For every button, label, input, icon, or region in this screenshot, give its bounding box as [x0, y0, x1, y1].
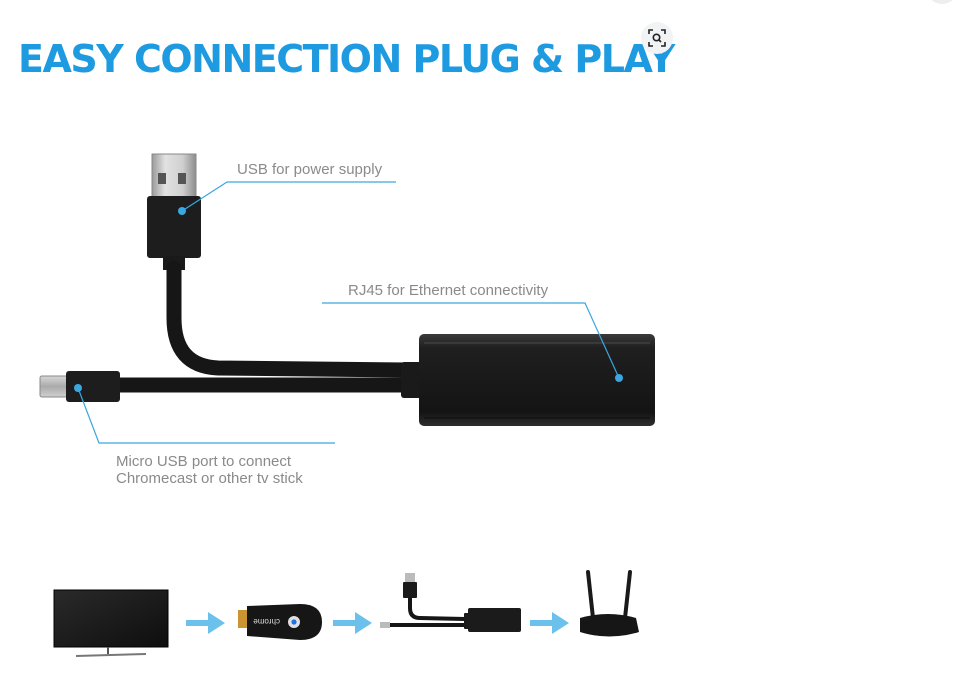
usb-cable	[166, 260, 416, 378]
usb-a-connector	[147, 153, 201, 270]
page-title: EASY CONNECTION PLUG & PLAY	[18, 37, 675, 81]
visual-search-button[interactable]	[641, 22, 673, 54]
micro-usb-label-line2: Chromecast or other tv stick	[116, 470, 303, 487]
adapter-illustration	[39, 153, 655, 444]
mini-adapter-icon	[380, 573, 521, 632]
chromecast-icon	[238, 604, 322, 640]
router-icon	[580, 570, 639, 637]
micro-usb-connector	[39, 371, 120, 402]
chromecast-brand-label: chrome	[253, 617, 280, 626]
flow-arrow-2	[333, 612, 372, 634]
tv-icon	[53, 589, 169, 657]
usb-power-label: USB for power supply	[237, 161, 383, 178]
rj45-label: RJ45 for Ethernet connectivity	[348, 282, 549, 299]
ethernet-adapter	[419, 334, 655, 426]
flow-arrow-3	[530, 612, 569, 634]
flow-arrow-1	[186, 612, 225, 634]
micro-usb-label-line1: Micro USB port to connect	[116, 453, 292, 470]
corner-button[interactable]	[928, 0, 956, 4]
visual-search-icon	[648, 29, 666, 47]
